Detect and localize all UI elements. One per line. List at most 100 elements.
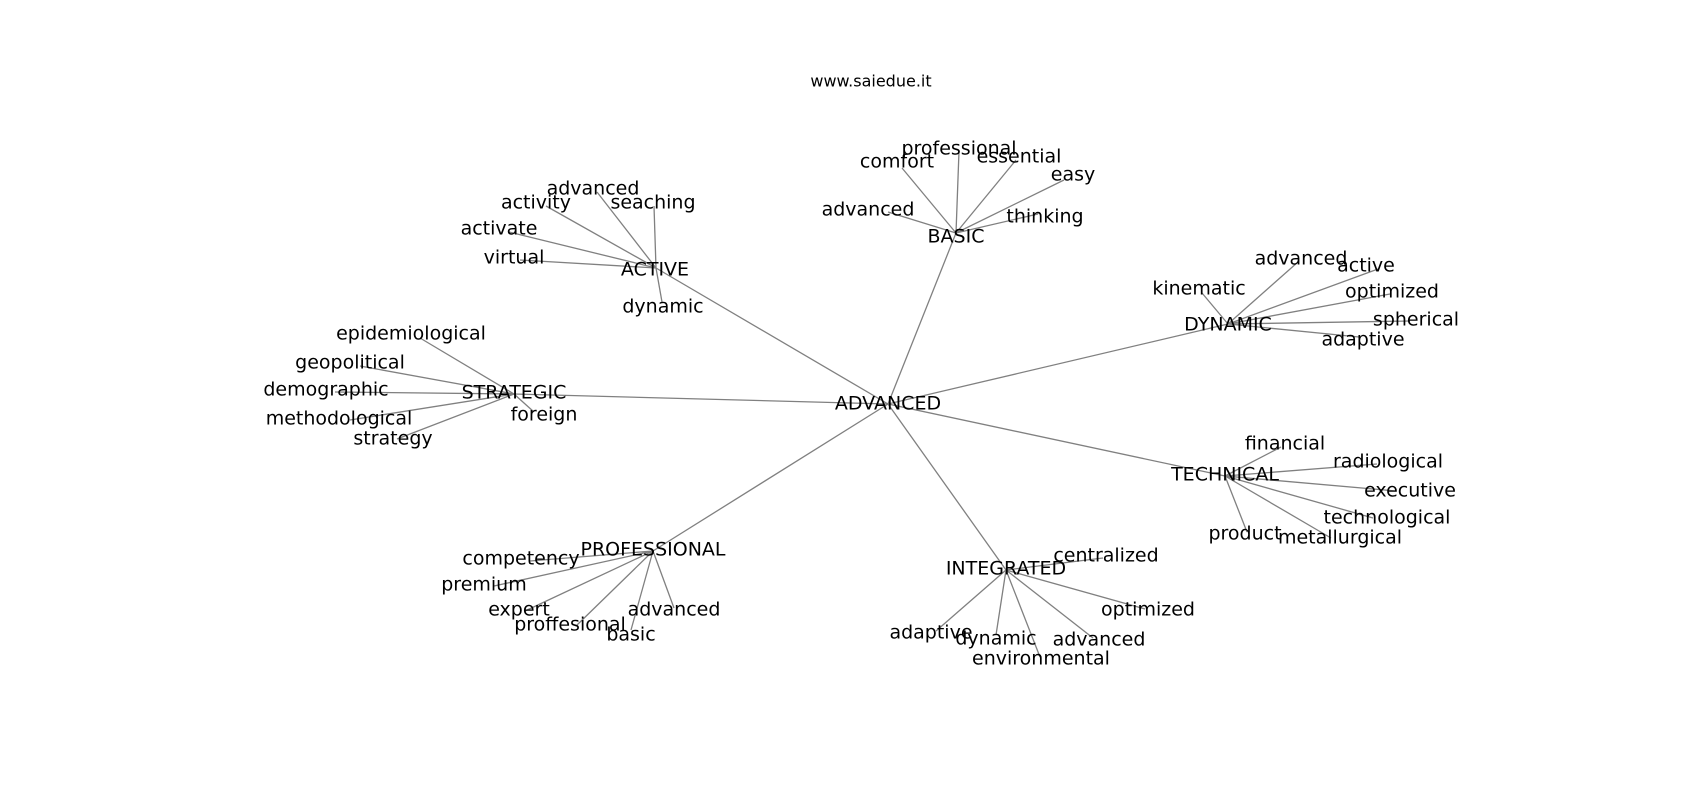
edge-dynamic-to-adaptive [1227, 323, 1360, 338]
edge-strategic-to-foreign [513, 393, 535, 413]
leaf-node-label-product: product [1208, 523, 1281, 545]
edge-active-to-activity [545, 205, 657, 269]
leaf-node-label-advanced: advanced [1255, 248, 1348, 270]
edge-integrated-to-dynamic [995, 569, 1007, 636]
edge-dynamic-to-optimized [1227, 293, 1391, 325]
leaf-node-label-adaptive: adaptive [1321, 329, 1404, 351]
leaf-node-label-geopolitical: geopolitical [295, 352, 405, 374]
leaf-node-label-technological: technological [1324, 507, 1451, 529]
hub-node-label-basic: BASIC [928, 226, 985, 248]
edge-integrated-to-optimized [1005, 569, 1146, 610]
leaf-node-label-advanced: advanced [547, 178, 640, 200]
edge-active-to-advanced [596, 191, 657, 269]
edge-root-to-integrated [887, 403, 1007, 571]
edge-technical-to-executive [1224, 475, 1397, 492]
edge-integrated-to-environmental [1005, 569, 1041, 658]
edge-basic-to-easy [955, 179, 1065, 234]
leaf-node-label-optimized: optimized [1345, 281, 1439, 303]
leaf-node-label-active: active [1337, 255, 1395, 277]
leaf-node-label-proffesional: proffesional [514, 614, 626, 636]
edge-professional-to-expert [524, 550, 654, 612]
leaf-node-label-kinematic: kinematic [1152, 278, 1245, 300]
edge-dynamic-to-advanced [1227, 261, 1299, 325]
leaf-node-label-optimized: optimized [1101, 599, 1195, 621]
leaf-node-label-essential: essential [977, 146, 1062, 168]
edge-integrated-to-adaptive [935, 569, 1007, 632]
leaf-node-label-expert: expert [488, 599, 550, 621]
leaf-node-label-easy: easy [1051, 164, 1095, 186]
leaf-node-label-strategy: strategy [353, 428, 432, 450]
edge-technical-to-metallurgical [1224, 475, 1332, 539]
leaf-node-label-activity: activity [501, 192, 571, 214]
edge-integrated-to-advanced [1005, 569, 1094, 639]
edge-professional-to-advanced [652, 550, 675, 609]
leaf-node-label-virtual: virtual [484, 247, 545, 269]
leaf-node-label-spherical: spherical [1373, 309, 1459, 331]
edge-dynamic-to-spherical [1227, 320, 1411, 325]
edge-integrated-to-centralized [1005, 557, 1104, 571]
edges-layer [334, 150, 1411, 658]
leaf-node-label-professional: professional [901, 138, 1016, 160]
leaf-node-label-centralized: centralized [1053, 545, 1158, 567]
hub-node-label-integrated: INTEGRATED [946, 558, 1066, 580]
hub-node-label-technical: TECHNICAL [1170, 464, 1279, 486]
edge-active-to-activate [508, 231, 657, 269]
leaf-node-label-foreign: foreign [511, 404, 578, 426]
leaf-node-label-premium: premium [441, 574, 526, 596]
leaf-node-label-activate: activate [461, 218, 538, 240]
edge-strategic-to-strategy [396, 393, 515, 440]
edge-root-to-dynamic [887, 323, 1229, 405]
leaf-node-label-advanced: advanced [822, 199, 915, 221]
edge-dynamic-to-kinematic [1201, 292, 1229, 325]
edge-basic-to-thinking [955, 213, 1039, 234]
root-node-label: ADVANCED [835, 393, 941, 415]
edge-professional-to-competency [529, 550, 654, 562]
edge-root-to-strategic [513, 393, 889, 405]
leaf-node-label-seaching: seaching [610, 192, 695, 214]
edge-basic-to-comfort [901, 167, 957, 234]
edge-basic-to-essential [955, 159, 1017, 234]
edge-basic-to-advanced [887, 211, 957, 234]
edge-active-to-dynamic [655, 267, 663, 303]
leaf-node-label-epidemiological: epidemiological [336, 323, 486, 345]
leaf-node-label-thinking: thinking [1006, 206, 1083, 228]
hub-node-label-strategic: STRATEGIC [462, 382, 567, 404]
edge-strategic-to-demographic [334, 391, 515, 395]
hub-node-label-active: ACTIVE [621, 259, 689, 281]
edge-strategic-to-geopolitical [359, 365, 515, 395]
site-title: www.saiedue.it [810, 72, 931, 91]
leaf-node-label-demographic: demographic [263, 379, 388, 401]
leaf-node-label-environmental: environmental [972, 648, 1110, 670]
edge-root-to-active [655, 267, 889, 405]
leaf-node-label-dynamic: dynamic [622, 296, 703, 318]
edge-strategic-to-epidemiological [419, 337, 515, 395]
leaf-node-label-competency: competency [462, 548, 579, 570]
edge-professional-to-basic [630, 550, 654, 631]
leaf-node-label-basic: basic [606, 624, 655, 646]
leaf-node-label-methodological: methodological [266, 408, 413, 430]
edge-root-to-professional [652, 403, 889, 552]
edge-dynamic-to-active [1227, 268, 1379, 325]
leaf-node-label-advanced: advanced [628, 599, 721, 621]
edge-active-to-virtual [519, 259, 657, 269]
hub-node-label-professional: PROFESSIONAL [580, 539, 725, 561]
edge-technical-to-radiological [1224, 463, 1378, 477]
leaf-node-label-comfort: comfort [860, 151, 934, 173]
edge-technical-to-product [1224, 475, 1248, 533]
edge-technical-to-technological [1224, 475, 1374, 519]
edge-professional-to-proffesional [576, 550, 654, 626]
edge-professional-to-premium [493, 550, 654, 587]
leaf-node-label-dynamic: dynamic [955, 628, 1036, 650]
leaf-node-label-adaptive: adaptive [889, 622, 972, 644]
leaf-node-label-metallurgical: metallurgical [1278, 527, 1402, 549]
edge-basic-to-professional [955, 150, 960, 234]
leaf-node-label-financial: financial [1245, 433, 1325, 455]
edge-active-to-seaching [653, 205, 657, 269]
leaf-node-label-advanced: advanced [1053, 629, 1146, 651]
leaf-node-label-radiological: radiological [1333, 451, 1443, 473]
hub-node-label-dynamic: DYNAMIC [1184, 314, 1272, 336]
leaf-node-label-executive: executive [1364, 480, 1456, 502]
edge-root-to-technical [887, 403, 1226, 477]
